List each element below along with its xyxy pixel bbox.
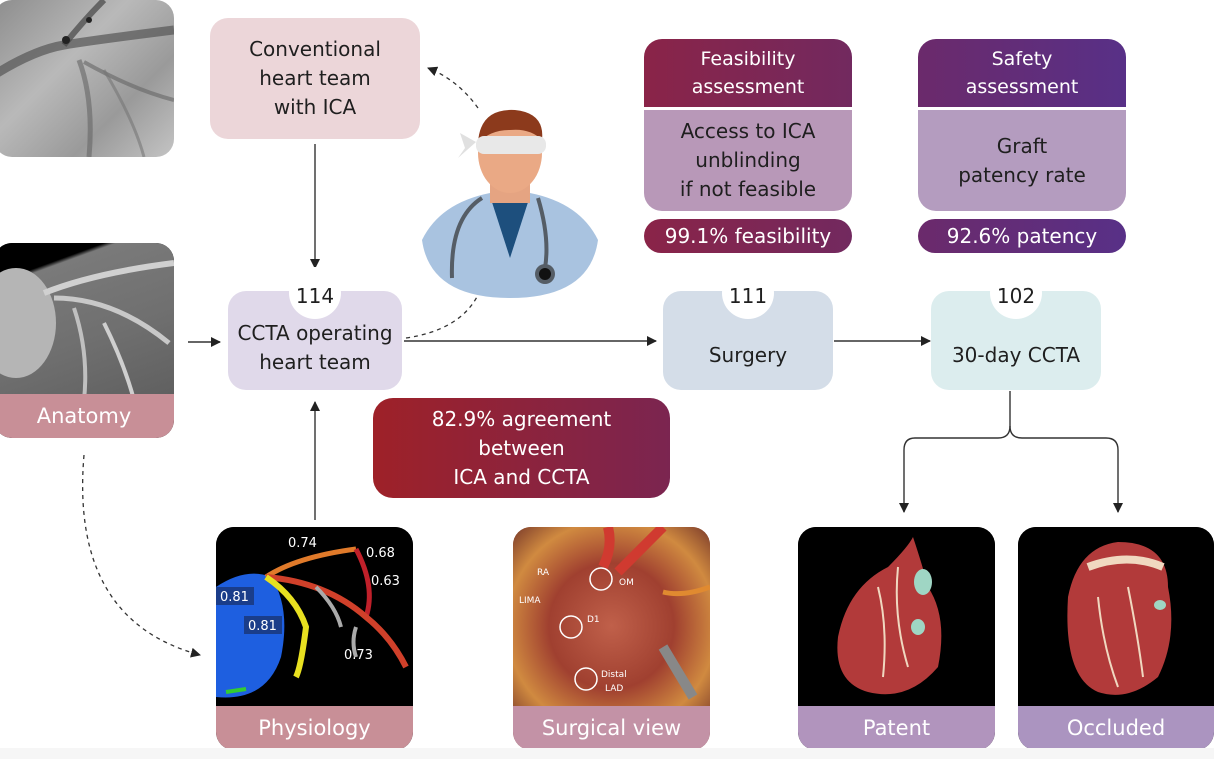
coronary-angiogram-image — [0, 0, 174, 157]
anatomy-caption: Anatomy — [0, 394, 174, 438]
feasibility-header-line-2: assessment — [691, 76, 805, 98]
surgical-label: RA — [537, 568, 550, 578]
patent-tile: Patent — [798, 527, 995, 750]
anatomy-tile: Anatomy — [0, 243, 174, 438]
safety-body-line-1: Graft — [996, 133, 1048, 158]
safety-header-line-2: assessment — [965, 76, 1079, 98]
dashed-arrow-doctor-to-conventional — [427, 66, 479, 109]
conventional-heart-team-box: Conventional heart team with ICA — [210, 18, 420, 139]
ccta-count-badge: 114 — [289, 267, 341, 319]
surgery-label: Surgery — [708, 343, 788, 367]
surgical-label: OM — [619, 578, 634, 588]
surgical-view-tile: RA OM LIMA D1 Distal LAD Surgical view — [513, 527, 710, 750]
surgery-count-badge: 111 — [722, 267, 774, 319]
feasibility-result: 99.1% feasibility — [664, 223, 832, 248]
conventional-line-1: Conventional — [249, 37, 381, 61]
occluded-graft-heart-image — [1067, 542, 1172, 695]
physiology-caption: Physiology — [216, 706, 413, 750]
patent-caption: Patent — [798, 706, 995, 750]
arrow-followup-to-occluded — [1009, 425, 1123, 513]
conventional-line-3: with ICA — [273, 95, 357, 119]
occluded-tile: Occluded — [1018, 527, 1214, 750]
safety-result: 92.6% patency — [946, 223, 1098, 248]
ffr-value: 0.81 — [220, 590, 249, 605]
agreement-box: 82.9% agreement between ICA and CCTA — [373, 398, 670, 498]
surgery-box: 111 Surgery — [663, 267, 833, 390]
surgical-label: Distal — [601, 670, 627, 680]
ffr-value: 0.68 — [366, 546, 395, 561]
ffr-value: 0.74 — [288, 536, 317, 551]
feasibility-header: Feasibility assessment — [644, 39, 852, 107]
safety-body-line-2: patency rate — [958, 162, 1086, 187]
safety-header: Safety assessment — [918, 39, 1126, 107]
feasibility-body-line-3: if not feasible — [679, 177, 817, 201]
ccta-line-2: heart team — [259, 349, 371, 374]
blindfolded-doctor-icon — [420, 108, 600, 300]
followup-label: 30-day CCTA — [951, 343, 1081, 367]
surgical-photo-image: RA OM LIMA D1 Distal LAD — [519, 527, 710, 700]
agreement-line-2: between — [478, 435, 565, 460]
ffr-ct-physiology-image: 0.74 0.68 0.63 0.81 0.81 0.73 — [216, 536, 409, 698]
feasibility-body: Access to ICA unblinding if not feasible — [644, 110, 852, 211]
bottom-strip — [0, 748, 1214, 759]
safety-result-pill: 92.6% patency — [918, 219, 1126, 253]
feasibility-result-pill: 99.1% feasibility — [644, 219, 852, 253]
ccta-line-1: CCTA operating — [237, 320, 393, 345]
followup-count-badge: 102 — [990, 267, 1042, 319]
conventional-line-2: heart team — [259, 66, 371, 90]
agreement-line-3: ICA and CCTA — [453, 464, 590, 489]
ffr-value: 0.73 — [344, 648, 373, 663]
safety-header-line-1: Safety — [991, 48, 1053, 70]
feasibility-assessment-card: Feasibility assessment Access to ICA unb… — [644, 39, 852, 211]
surgical-view-caption: Surgical view — [513, 706, 710, 750]
arrow-followup-to-patent — [899, 391, 1011, 513]
physiology-tile: 0.74 0.68 0.63 0.81 0.81 0.73 Physiology — [216, 527, 413, 750]
surgical-label: D1 — [587, 615, 600, 625]
ffr-value: 0.63 — [371, 574, 400, 589]
patent-graft-heart-image — [837, 537, 942, 695]
ica-angiogram-tile — [0, 0, 174, 157]
ccta-anatomy-image — [0, 260, 174, 401]
ffr-value: 0.81 — [248, 619, 277, 634]
dashed-link-ccta-to-doctor — [405, 294, 479, 339]
followup-ccta-box: 102 30-day CCTA — [931, 267, 1101, 390]
agreement-line-1: 82.9% agreement — [431, 406, 612, 431]
surgical-label: LIMA — [519, 596, 541, 606]
safety-assessment-card: Safety assessment Graft patency rate — [918, 39, 1126, 211]
safety-body: Graft patency rate — [918, 110, 1126, 211]
feasibility-body-line-2: unblinding — [695, 148, 801, 172]
feasibility-body-line-1: Access to ICA — [680, 119, 816, 143]
occluded-caption: Occluded — [1018, 706, 1214, 750]
surgical-label: LAD — [605, 684, 623, 694]
feasibility-header-line-1: Feasibility — [700, 48, 796, 70]
dashed-arrow-anatomy-to-physiology — [82, 454, 201, 658]
ccta-operating-heart-team-box: 114 CCTA operating heart team — [228, 267, 402, 390]
